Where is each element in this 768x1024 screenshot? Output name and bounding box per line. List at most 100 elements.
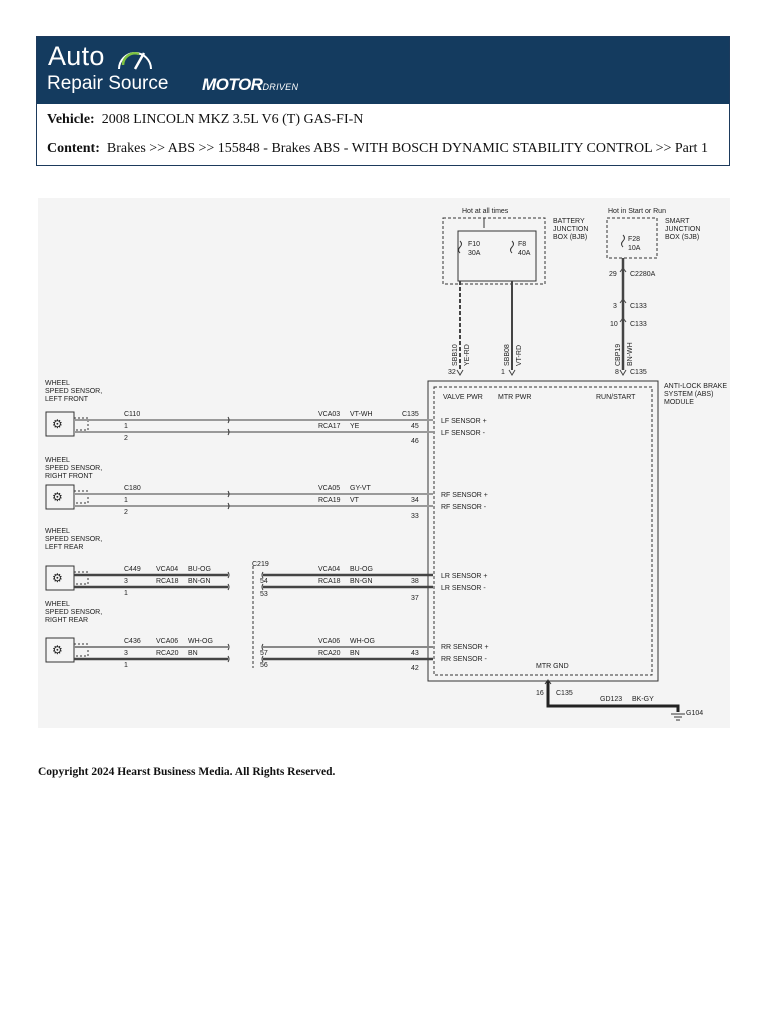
fuse-f8-rating: 40A [518, 250, 531, 257]
color-bk-gy: BK-GY [632, 696, 654, 703]
connector-c436: C436 [124, 638, 141, 645]
sjb-label-line3: BOX (SJB) [665, 234, 699, 241]
sensor-rr-gear-icon: ⚙ [52, 643, 63, 657]
connector-c110: C110 [124, 411, 140, 418]
color-bn-b: BN [350, 650, 360, 657]
sensor-lr-gear-icon: ⚙ [52, 571, 63, 585]
bjb-hot-label: Hot at all times [462, 208, 509, 215]
rf-sensor-minus: RF SENSOR - [441, 504, 487, 511]
sensor-right-rear: WHEEL SPEED SENSOR, RIGHT REAR ⚙ C436 3 … [45, 601, 489, 672]
color-ye: YE [350, 423, 360, 430]
pin-56: 56 [260, 662, 268, 669]
sensor-rr-label-1: WHEEL [45, 601, 70, 608]
sjb-hot-label: Hot in Start or Run [608, 208, 666, 215]
sensor-rr-label-3: RIGHT REAR [45, 617, 88, 624]
wiring-diagram-canvas: Hot at all times BATTERY JUNCTION BOX (B… [45, 208, 727, 721]
color-bn-gn-a: BN-GN [188, 578, 211, 585]
connector-c449: C449 [124, 566, 141, 573]
pin-16: 16 [536, 690, 544, 697]
connector-c219: C219 [252, 561, 269, 568]
sensor-left-rear: WHEEL SPEED SENSOR, LEFT REAR ⚙ C449 3 1… [45, 528, 488, 602]
pin-46: 46 [411, 438, 419, 445]
sjb-label-line2: JUNCTION [665, 226, 700, 233]
sensor-lr-label-1: WHEEL [45, 528, 70, 535]
module-label-line2: SYSTEM (ABS) [664, 391, 713, 398]
battery-junction-box [442, 217, 546, 285]
sensor-rf-gear-icon: ⚙ [52, 490, 63, 504]
color-bu-og-a: BU-OG [188, 566, 211, 573]
sensor-lr-label-3: LEFT REAR [45, 544, 83, 551]
pin-37: 37 [411, 595, 419, 602]
wiring-diagram: Hot at all times BATTERY JUNCTION BOX (B… [38, 198, 730, 728]
wire-sbb08-label: SBB08 [504, 344, 511, 366]
document-info: Vehicle: 2008 LINCOLN MKZ 3.5L V6 (T) GA… [37, 104, 729, 162]
fuse-f28-label: F28 [628, 236, 640, 243]
motor-driven-logo: MOTORDRIVEN [202, 75, 298, 95]
pin-33: 33 [411, 513, 419, 520]
wire-cbp19-color: BN-WH [627, 342, 634, 366]
bjb-label-line1: BATTERY [553, 218, 585, 225]
driven-logo-text: DRIVEN [262, 82, 299, 92]
wire-gd123 [546, 681, 680, 712]
content-breadcrumb: Brakes >> ABS >> 155848 - Brakes ABS - W… [106, 141, 708, 156]
sensor-rf-label-1: WHEEL [45, 457, 70, 464]
pin-42: 42 [411, 665, 419, 672]
pin-45: 45 [411, 423, 419, 430]
module-label-line3: MODULE [664, 399, 694, 406]
ground-g104: G104 [686, 710, 703, 717]
sjb-label-line1: SMART [665, 218, 690, 225]
vehicle-row: Vehicle: 2008 LINCOLN MKZ 3.5L V6 (T) GA… [47, 104, 719, 133]
circuit-vca06-b: VCA06 [318, 638, 340, 645]
run-start-label: RUN/START [596, 394, 636, 401]
smart-junction-box [606, 217, 658, 259]
sensor-rf-pin-b: 2 [124, 509, 128, 516]
fuse-f28-icon [621, 234, 625, 248]
bjb-label-line3: BOX (BJB) [553, 234, 587, 241]
pin-3-c133: 3 [613, 303, 617, 310]
sensor-right-front: WHEEL SPEED SENSOR, RIGHT FRONT ⚙ C180 1… [45, 457, 488, 520]
pin-1-mtr: 1 [501, 369, 505, 376]
sensor-lf-label-2: SPEED SENSOR, [45, 388, 102, 395]
sensor-lr-pin-a: 3 [124, 578, 128, 585]
connector-c180: C180 [124, 485, 141, 492]
connector-c135-lf: C135 [402, 411, 419, 418]
pin-8: 8 [615, 369, 619, 376]
abs-module-box [427, 380, 659, 682]
circuit-vca06-a: VCA06 [156, 638, 178, 645]
connector-c135-gnd: C135 [556, 690, 573, 697]
color-gy-vt: GY-VT [350, 485, 371, 492]
pin-29: 29 [609, 271, 617, 278]
ground-circuit: 16 C135 GD123 BK-GY G104 [536, 679, 703, 721]
connector-c133-a: C133 [630, 303, 647, 310]
pin-34: 34 [411, 497, 419, 504]
circuit-rca20-b: RCA20 [318, 650, 341, 657]
mtr-gnd-label: MTR GND [536, 663, 569, 670]
vehicle-value: 2008 LINCOLN MKZ 3.5L V6 (T) GAS-FI-N [101, 112, 364, 127]
circuit-vca03: VCA03 [318, 411, 340, 418]
fuse-f8-label: F8 [518, 241, 526, 248]
fuse-f8-icon [510, 240, 514, 254]
sensor-lr-pin-b: 1 [124, 590, 128, 597]
gauge-logo-icon [118, 52, 152, 70]
brand-banner: Auto Repair Source MOTORDRIVEN [37, 37, 729, 104]
color-vt: VT [350, 497, 360, 504]
content-label: Content: [47, 141, 100, 156]
circuit-rca18-a: RCA18 [156, 578, 179, 585]
document-header: Auto Repair Source MOTORDRIVEN Vehicle: … [36, 36, 730, 166]
sensor-lf-gear-icon: ⚙ [52, 417, 63, 431]
pin-10-c133: 10 [610, 321, 618, 328]
bjb-fuse-area [457, 230, 537, 282]
color-bn-gn-b: BN-GN [350, 578, 373, 585]
color-vt-wh: VT-WH [350, 411, 373, 418]
sensor-rr-label-2: SPEED SENSOR, [45, 609, 102, 616]
sensor-rr-pin-b: 1 [124, 662, 128, 669]
fuse-f10-icon [458, 240, 462, 254]
sensor-lf-label-3: LEFT FRONT [45, 396, 89, 403]
pin-54: 54 [260, 578, 268, 585]
rf-sensor-plus: RF SENSOR + [441, 492, 488, 499]
wire-sbb08-color: VT-RD [516, 345, 523, 366]
circuit-rca18-b: RCA18 [318, 578, 341, 585]
lr-sensor-minus: LR SENSOR - [441, 585, 486, 592]
valve-pwr-label: VALVE PWR [443, 394, 483, 401]
pin-38: 38 [411, 578, 419, 585]
